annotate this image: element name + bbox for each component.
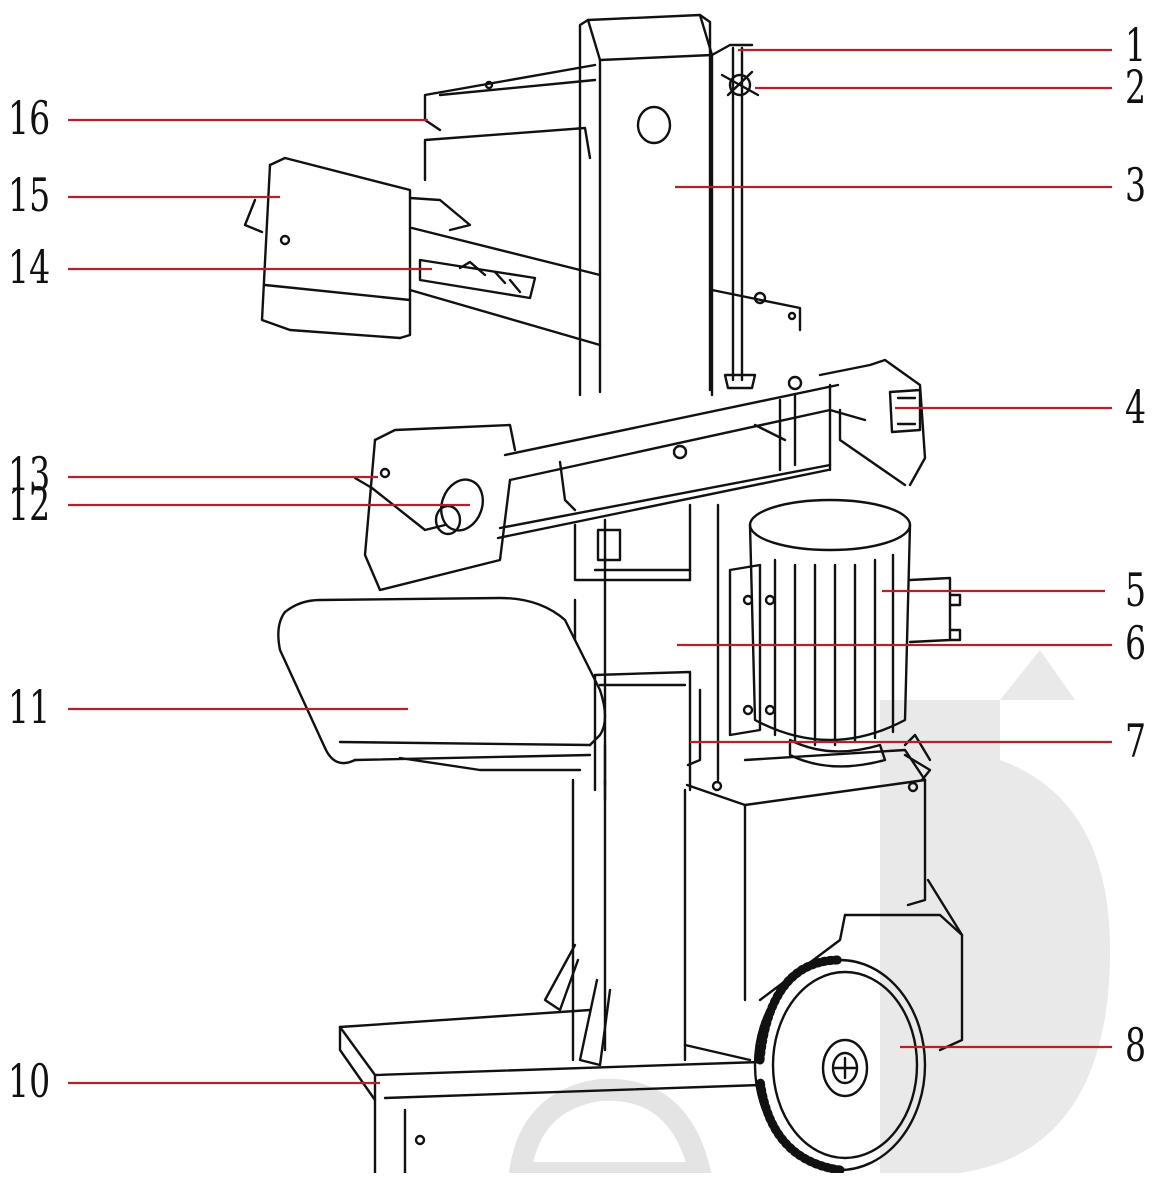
cabinet bbox=[685, 748, 932, 1002]
callout-10: 10 bbox=[8, 1054, 51, 1108]
mid-column bbox=[573, 503, 720, 787]
callout-6: 6 bbox=[1125, 616, 1147, 670]
right-handle bbox=[818, 358, 927, 487]
callout-2: 2 bbox=[1125, 60, 1147, 114]
callout-11: 11 bbox=[8, 680, 51, 734]
left-arm bbox=[243, 156, 802, 347]
wheel bbox=[753, 955, 927, 1175]
leader-lines bbox=[68, 48, 1112, 1085]
callout-12: 12 bbox=[8, 477, 51, 531]
callout-1: 1 bbox=[1125, 18, 1147, 72]
callout-4: 4 bbox=[1125, 380, 1147, 434]
callout-16: 16 bbox=[8, 91, 51, 145]
callout-15: 15 bbox=[8, 168, 51, 222]
callout-3: 3 bbox=[1125, 158, 1147, 212]
callout-7: 7 bbox=[1125, 714, 1147, 768]
callout-14: 14 bbox=[8, 240, 51, 294]
machine-linework bbox=[243, 13, 964, 1175]
side-table bbox=[277, 596, 607, 802]
upper-column bbox=[578, 13, 714, 397]
motor bbox=[728, 498, 962, 768]
top-shelf bbox=[423, 63, 597, 182]
lower-bracket bbox=[593, 670, 702, 792]
lower-column bbox=[543, 778, 752, 1067]
callout-13: 13 bbox=[8, 447, 51, 501]
callout-5: 5 bbox=[1125, 563, 1147, 617]
callout-8: 8 bbox=[1125, 1018, 1147, 1072]
splitter-arm bbox=[353, 375, 840, 592]
rod-and-knob bbox=[710, 43, 760, 390]
